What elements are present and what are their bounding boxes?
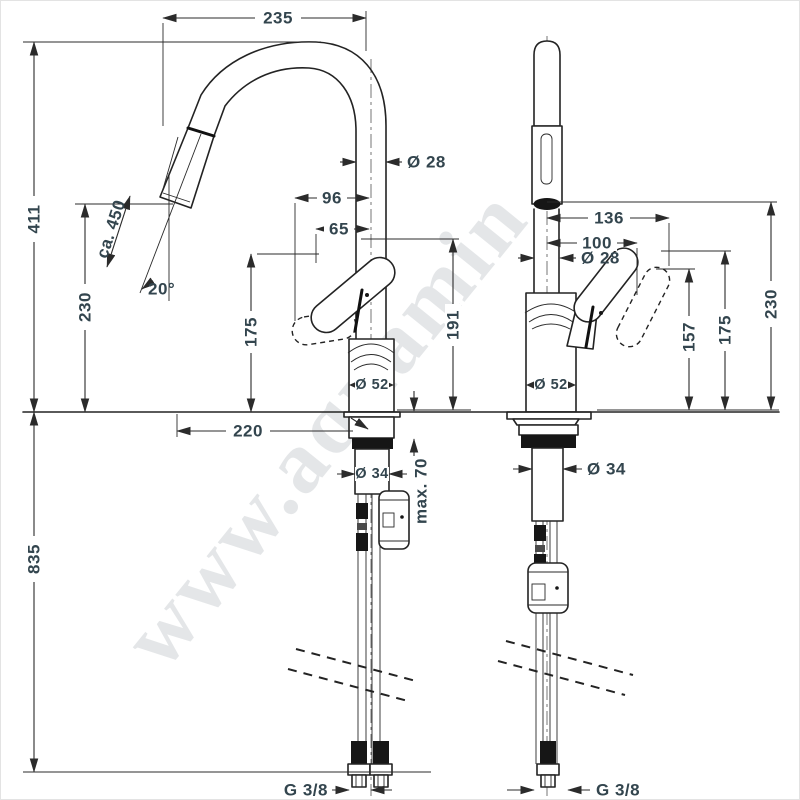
hose-fitting-left	[356, 503, 368, 519]
dim-label-34-left: Ø 34	[355, 466, 388, 482]
hose-fitting-left	[356, 533, 368, 551]
dim-label-175-left: 175	[242, 317, 261, 347]
break-line	[505, 640, 634, 676]
dim-label-34-right: Ø 34	[587, 460, 626, 479]
spray-sleeve-right	[531, 125, 563, 205]
break-line	[295, 648, 417, 682]
connector-left-2	[369, 741, 393, 788]
dim-label-230-left: 230	[76, 292, 95, 322]
dim-label-ca450: ca. 450	[93, 197, 130, 260]
escutcheon-skirt-left	[348, 416, 395, 439]
dome-arc-2-right	[528, 314, 574, 323]
dim-label-835: 835	[25, 544, 44, 574]
escutcheon-flange-right	[506, 411, 592, 420]
mounting-nut-right	[521, 435, 576, 448]
right-view	[497, 36, 671, 796]
dim-label-max70: max. 70	[412, 458, 431, 524]
dim-label-g38-right: G 3/8	[596, 781, 640, 800]
hose-fitting-right	[535, 545, 545, 552]
dim-ca450-line	[106, 195, 131, 268]
hose-fitting-left	[357, 523, 367, 530]
dome-arc-1-left	[347, 343, 395, 354]
dim-label-20deg: 20°	[148, 280, 175, 299]
watermark: www.aquamin	[104, 170, 547, 685]
handle-solid-left	[310, 256, 396, 334]
shank-right	[531, 447, 564, 522]
dim-label-411: 411	[25, 205, 44, 234]
handle-seam-right	[584, 305, 595, 349]
escutcheon-skirt-right	[512, 418, 580, 426]
spray-head	[159, 127, 215, 209]
dim-label-230-right: 230	[762, 289, 781, 319]
body-right	[525, 292, 577, 413]
dim-label-220: 220	[233, 422, 263, 441]
hose-weight-dot	[555, 586, 559, 590]
handle-dot-left	[365, 293, 369, 297]
dim-label-175-right: 175	[716, 315, 735, 345]
connector-left-1	[347, 741, 371, 788]
spout-inner-edge	[213, 67, 357, 340]
handle-solid-right	[573, 247, 639, 323]
dim-220-leader	[350, 417, 369, 430]
spray-cap-right	[533, 40, 561, 127]
hose-weight-latch	[382, 512, 395, 528]
spray-outlet-right	[533, 198, 561, 210]
dim-52-right-arrow	[526, 381, 535, 389]
body-left	[348, 338, 395, 413]
dome-arc-2-left	[350, 354, 392, 363]
handle-dot-right	[599, 311, 603, 315]
escutcheon-mid-right	[518, 424, 579, 436]
dim-label-52-left: Ø 52	[355, 377, 388, 393]
dim-label-136: 136	[594, 209, 624, 228]
dim-label-157: 157	[680, 322, 699, 352]
break-line	[287, 668, 409, 702]
dim-52-right-arrow	[567, 381, 576, 389]
hose-weight-right	[527, 562, 569, 614]
dim-label-191: 191	[444, 310, 463, 340]
hose-weight-dot	[400, 515, 404, 519]
dim-20deg-arrow	[141, 277, 156, 290]
dome-arc-3-left	[353, 363, 389, 371]
dome-arc-3-right	[531, 323, 571, 330]
dim-label-g38-left: G 3/8	[284, 781, 328, 800]
hose-weight-latch	[531, 583, 546, 601]
dim-label-52-right: Ø 52	[534, 377, 567, 393]
spray-head-slot	[162, 136, 179, 190]
break-line	[497, 660, 626, 696]
spray-slot-right	[540, 133, 553, 185]
mounting-nut-left	[352, 438, 393, 449]
spray-head-seam	[186, 126, 216, 138]
left-view	[139, 41, 417, 796]
dim-label-65: 65	[329, 220, 349, 239]
handle-dashed-right	[615, 266, 671, 348]
dim-label-28-left: Ø 28	[407, 153, 446, 172]
dome-arc-1-right	[524, 303, 578, 314]
handle-seam-left	[353, 288, 364, 333]
spray-axis-line	[139, 133, 202, 294]
hose-fitting-right	[534, 525, 546, 541]
dim-label-28-right: Ø 28	[581, 249, 620, 268]
dim-label-235: 235	[263, 9, 293, 28]
dim-label-96: 96	[322, 189, 342, 208]
connector-right	[536, 741, 560, 788]
dim-label-100: 100	[582, 234, 612, 253]
